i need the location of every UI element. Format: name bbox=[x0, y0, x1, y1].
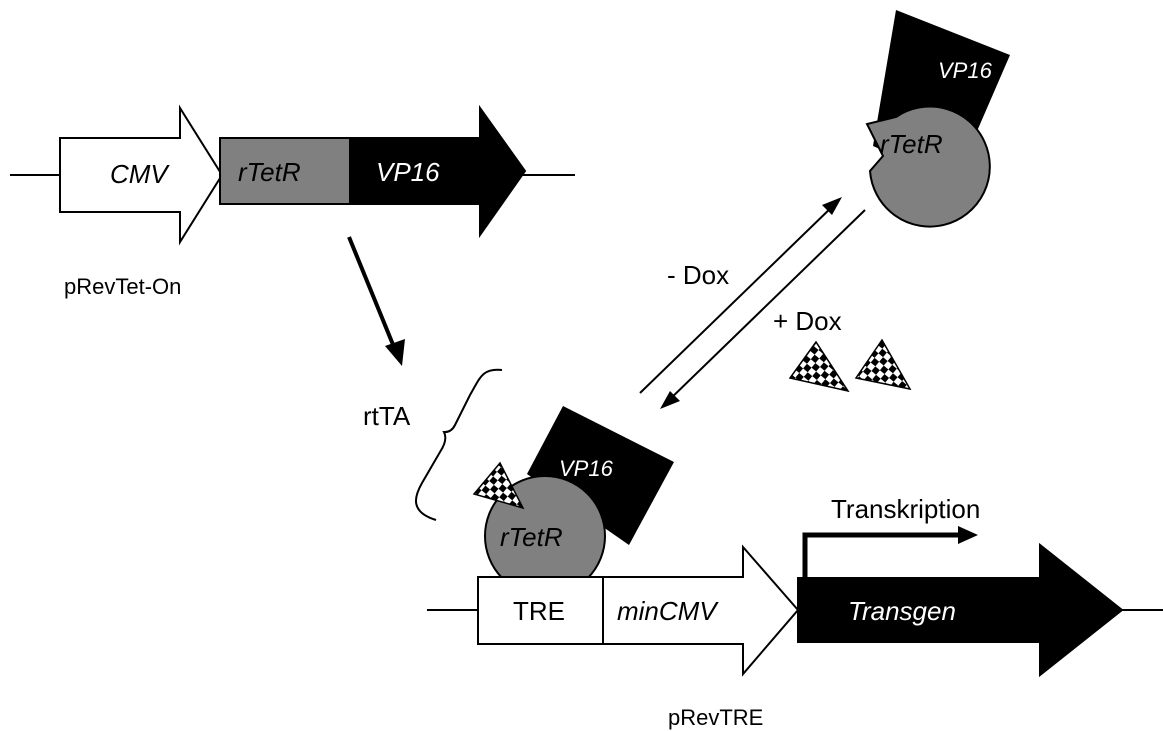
bound-vp16-label: VP16 bbox=[559, 456, 614, 481]
doxycycline-molecules bbox=[788, 338, 912, 393]
bound-dox-molecule-icon bbox=[472, 461, 525, 510]
bound-rtetr-label: rTetR bbox=[500, 522, 563, 552]
equilibrium-arrows: - Dox + Dox bbox=[639, 197, 866, 409]
free-rtetr-label: rTetR bbox=[880, 129, 943, 159]
rtta-label: rtTA bbox=[363, 401, 411, 431]
rtta-annotation: rtTA bbox=[363, 368, 503, 521]
prevtet-on-caption: pRevTet-On bbox=[64, 274, 181, 299]
bound-rtta-complex: VP16 rTetR bbox=[472, 406, 674, 597]
transcription-arrow bbox=[802, 526, 978, 578]
prevtet-on-construct: CMV rTetR VP16 pRevTet-On bbox=[10, 104, 575, 299]
dox-molecule-icon bbox=[788, 340, 850, 393]
curly-brace bbox=[415, 368, 503, 521]
plus-dox-label: + Dox bbox=[773, 306, 842, 336]
vp16-segment-arrow bbox=[349, 104, 527, 239]
free-rtetr-domain bbox=[865, 105, 991, 228]
cmv-label: CMV bbox=[110, 159, 170, 189]
mincmv-label: minCMV bbox=[617, 596, 719, 626]
tre-label: TRE bbox=[513, 596, 565, 626]
cmv-promoter-arrow bbox=[59, 104, 224, 246]
transcription-label: Transkription bbox=[831, 494, 980, 524]
rtetr-label: rTetR bbox=[238, 157, 301, 187]
minus-dox-arrow bbox=[639, 202, 837, 394]
rtetr-segment bbox=[219, 137, 351, 205]
vp16-label: VP16 bbox=[376, 157, 440, 187]
prevtre-caption: pRevTRE bbox=[668, 705, 763, 730]
plus-dox-arrow bbox=[665, 209, 866, 404]
prevtre-construct: TRE minCMV Transgen Transkription pRevTR… bbox=[427, 494, 1163, 730]
free-rtta-protein: VP16 rTetR bbox=[865, 10, 1010, 228]
minus-dox-label: - Dox bbox=[667, 260, 729, 290]
expression-arrow bbox=[347, 236, 405, 366]
dox-molecule-icon bbox=[854, 338, 912, 391]
transgene-arrow bbox=[797, 542, 1124, 678]
free-vp16-label: VP16 bbox=[938, 58, 993, 83]
transgene-label: Transgen bbox=[848, 596, 956, 626]
bound-vp16-domain bbox=[527, 406, 674, 545]
mincmv-promoter-arrow bbox=[602, 544, 800, 677]
